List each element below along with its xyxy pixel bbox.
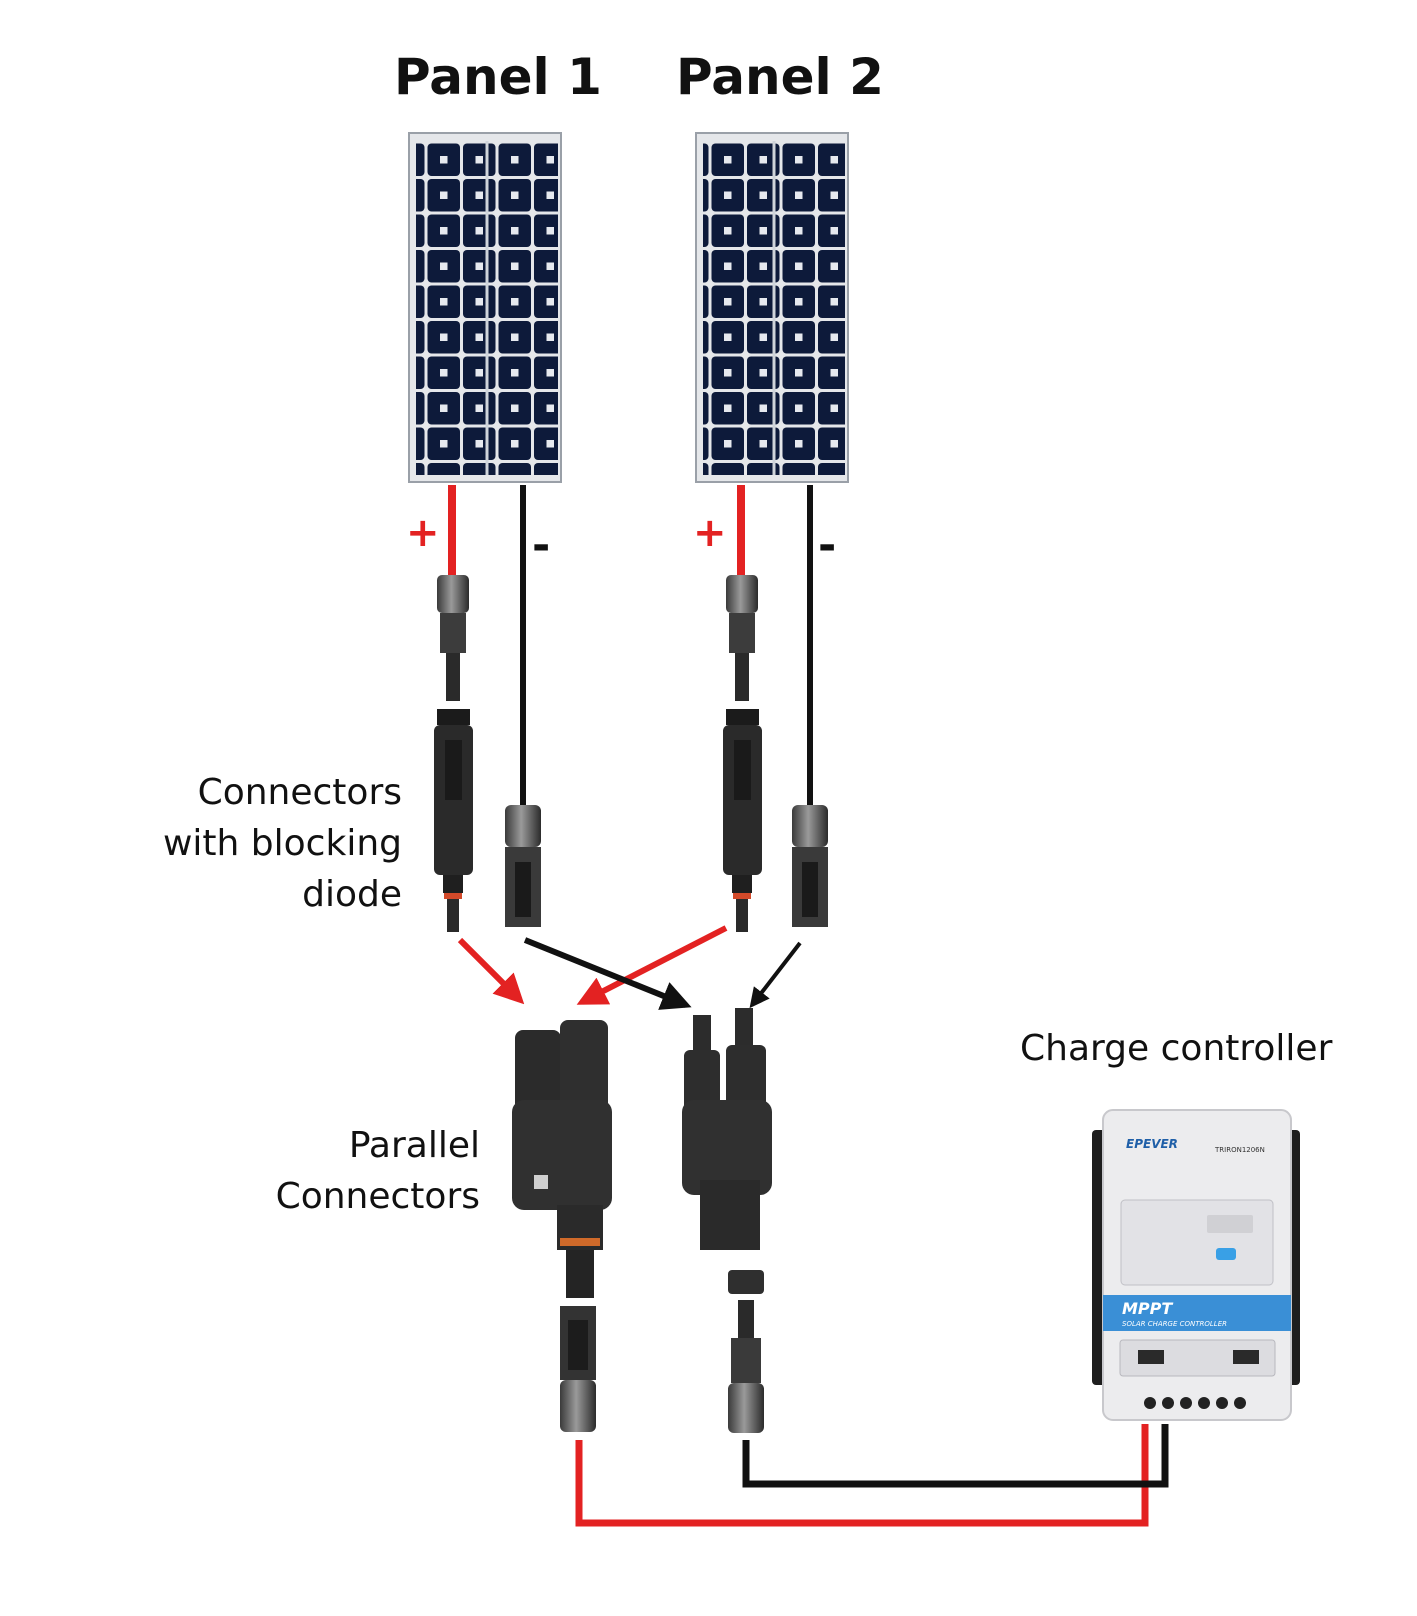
charge-controller: EPEVER TRIRON1206N MPPT SOLAR CHARGE CON… [1092,1109,1300,1421]
panel-1-mc4-negative-plug [505,805,541,927]
panel-2-negative-label: - [818,520,837,571]
charge-controller-label: Charge controller [1020,1028,1333,1069]
arrow-panel-1-positive [457,937,525,1005]
parallel-connectors-label: Parallel Connectors [276,1120,480,1222]
parallel-connector-negative [682,1008,772,1294]
arrow-panel-1-negative [523,937,692,1010]
solar-panel-1 [408,132,562,483]
panel-2-mc4-negative-plug [792,805,828,927]
parallel-connector-positive [512,1020,612,1298]
output-mc4-negative-plug [728,1300,764,1433]
blocking-diode-label-line-1: Connectors [197,772,402,813]
panel-2-positive-label: + [693,510,727,556]
output-mc4-positive-plug [560,1306,596,1432]
controller-mode: MPPT [1122,1299,1173,1318]
arrow-panel-2-positive [576,925,728,1005]
blocking-diode-label-line-2: with blocking [162,823,402,864]
panel-2-mc4-positive-plug [726,575,758,701]
panel-1-title: Panel 1 [394,48,602,106]
panel-1-mc4-positive-plug [437,575,469,701]
panel-1-blocking-diode-connector [434,709,473,932]
panel-1-positive-label: + [406,510,440,556]
controller-model: TRIRON1206N [1214,1146,1265,1154]
parallel-label-line-1: Parallel [348,1125,480,1166]
controller-brand: EPEVER [1126,1137,1178,1151]
parallel-label-line-2: Connectors [275,1176,480,1217]
panel-2-title: Panel 2 [676,48,884,106]
panel-1-negative-label: - [532,520,551,571]
controller-positive-wire [575,1424,1149,1527]
blocking-diode-label-line-3: diode [302,874,402,915]
arrow-panel-2-negative [749,941,802,1009]
panel-2-blocking-diode-connector [723,709,762,932]
controller-subtitle: SOLAR CHARGE CONTROLLER [1122,1320,1227,1328]
blocking-diode-connectors-label: Connectors with blocking diode [163,767,402,920]
controller-negative-wire [742,1424,1169,1488]
solar-panel-2 [695,132,849,483]
